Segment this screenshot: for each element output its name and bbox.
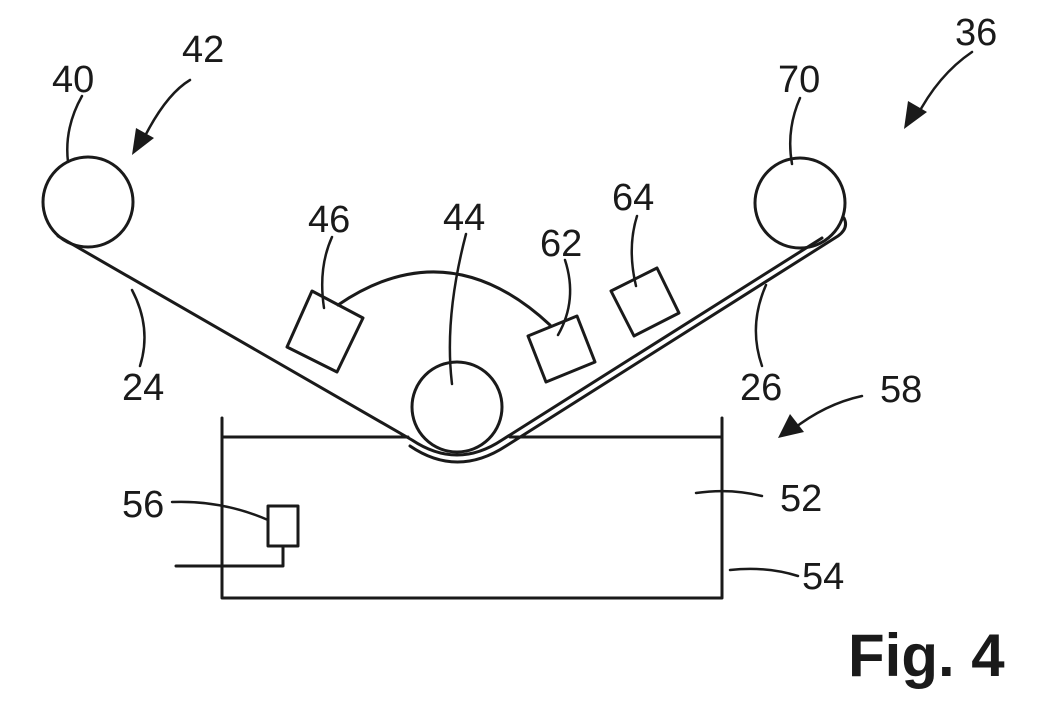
sensor-56 [268,506,298,546]
roller-70 [755,158,845,248]
arrow-42-shaft [142,80,190,142]
ref-label-40: 40 [52,59,94,101]
sensor-line [176,546,283,566]
ref-label-58: 58 [880,369,922,411]
leader-52 [696,491,762,496]
leader-54 [730,569,798,576]
roller-40 [43,157,133,247]
leader-40 [67,96,82,162]
web-26-coating [410,218,846,462]
ref-label-62: 62 [540,223,582,265]
roller-44 [412,362,502,452]
ref-label-46: 46 [308,199,350,241]
treatment-unit-46 [287,291,363,372]
ref-label-56: 56 [122,484,164,526]
web-24 [58,236,822,455]
ref-label-36: 36 [955,12,997,54]
ref-label-52: 52 [780,478,822,520]
leader-24 [132,290,145,366]
ref-label-70: 70 [778,59,820,101]
ref-label-44: 44 [443,197,485,239]
connection-arc [338,272,550,325]
arrow-58-head [778,414,804,438]
leader-64 [632,216,637,286]
treatment-unit-64 [611,268,679,336]
ref-label-26: 26 [740,367,782,409]
arrow-36-shaft [916,52,972,118]
leader-56 [172,502,268,520]
arrow-58-shaft [792,396,862,430]
ref-label-54: 54 [802,556,844,598]
ref-label-42: 42 [182,29,224,71]
ref-label-64: 64 [612,177,654,219]
ref-label-24: 24 [122,367,164,409]
leader-70 [790,98,800,164]
leader-26 [756,285,766,366]
figure-caption: Fig. 4 [848,622,1005,689]
arrow-42-head [132,128,154,155]
